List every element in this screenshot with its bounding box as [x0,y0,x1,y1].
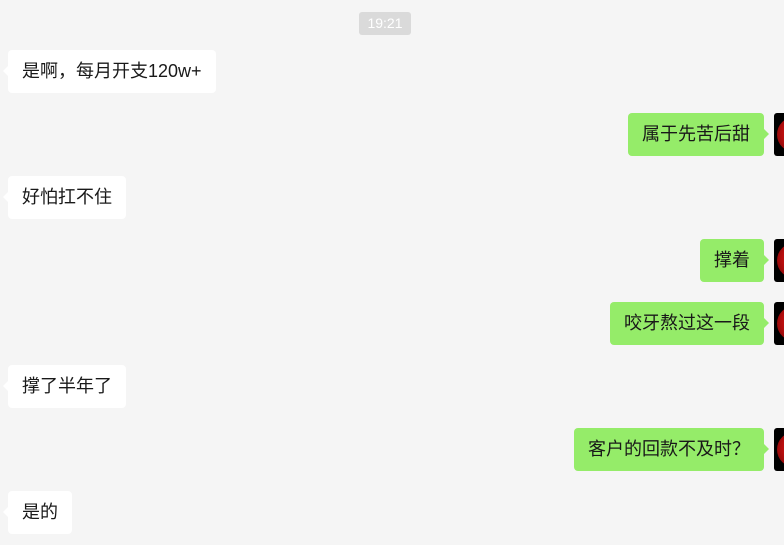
avatar[interactable] [774,428,784,471]
message-bubble-outgoing[interactable]: 撑着 [700,239,769,282]
message-row-incoming: 撑了半年了 [0,365,784,408]
message-bubble-incoming[interactable]: 好怕扛不住 [3,176,126,219]
timestamp-text: 19:21 [367,15,403,31]
avatar[interactable] [774,302,784,345]
red-ball-avatar-icon [774,113,784,156]
message-text: 是啊，每月开支120w+ [22,61,202,81]
message-row-incoming: 是啊，每月开支120w+ [0,50,784,93]
message-row-outgoing: 客户的回款不及时？ [0,428,784,471]
avatar[interactable] [774,239,784,282]
message-text: 属于先苦后甜 [642,124,750,144]
message-text: 好怕扛不住 [22,187,112,207]
message-text: 是的 [22,502,58,522]
message-bubble-incoming[interactable]: 撑了半年了 [3,365,126,408]
message-bubble-outgoing[interactable]: 属于先苦后甜 [628,113,769,156]
red-ball-avatar-icon [774,302,784,345]
message-bubble-incoming[interactable]: 是的 [3,491,72,534]
message-row-outgoing: 撑着 [0,239,784,282]
red-ball-avatar-icon [774,428,784,471]
avatar[interactable] [774,113,784,156]
message-bubble-outgoing[interactable]: 咬牙熬过这一段 [610,302,769,345]
message-text: 咬牙熬过这一段 [624,313,750,333]
message-text: 客户的回款不及时？ [588,439,750,459]
message-row-incoming: 好怕扛不住 [0,176,784,219]
message-bubble-outgoing[interactable]: 客户的回款不及时？ [574,428,769,471]
message-text: 撑着 [714,250,750,270]
message-text: 撑了半年了 [22,376,112,396]
message-bubble-incoming[interactable]: 是啊，每月开支120w+ [3,50,216,93]
red-ball-avatar-icon [774,239,784,282]
timestamp-badge: 19:21 [359,12,411,35]
message-row-outgoing: 咬牙熬过这一段 [0,302,784,345]
message-row-outgoing: 属于先苦后甜 [0,113,784,156]
message-row-incoming: 是的 [0,491,784,534]
